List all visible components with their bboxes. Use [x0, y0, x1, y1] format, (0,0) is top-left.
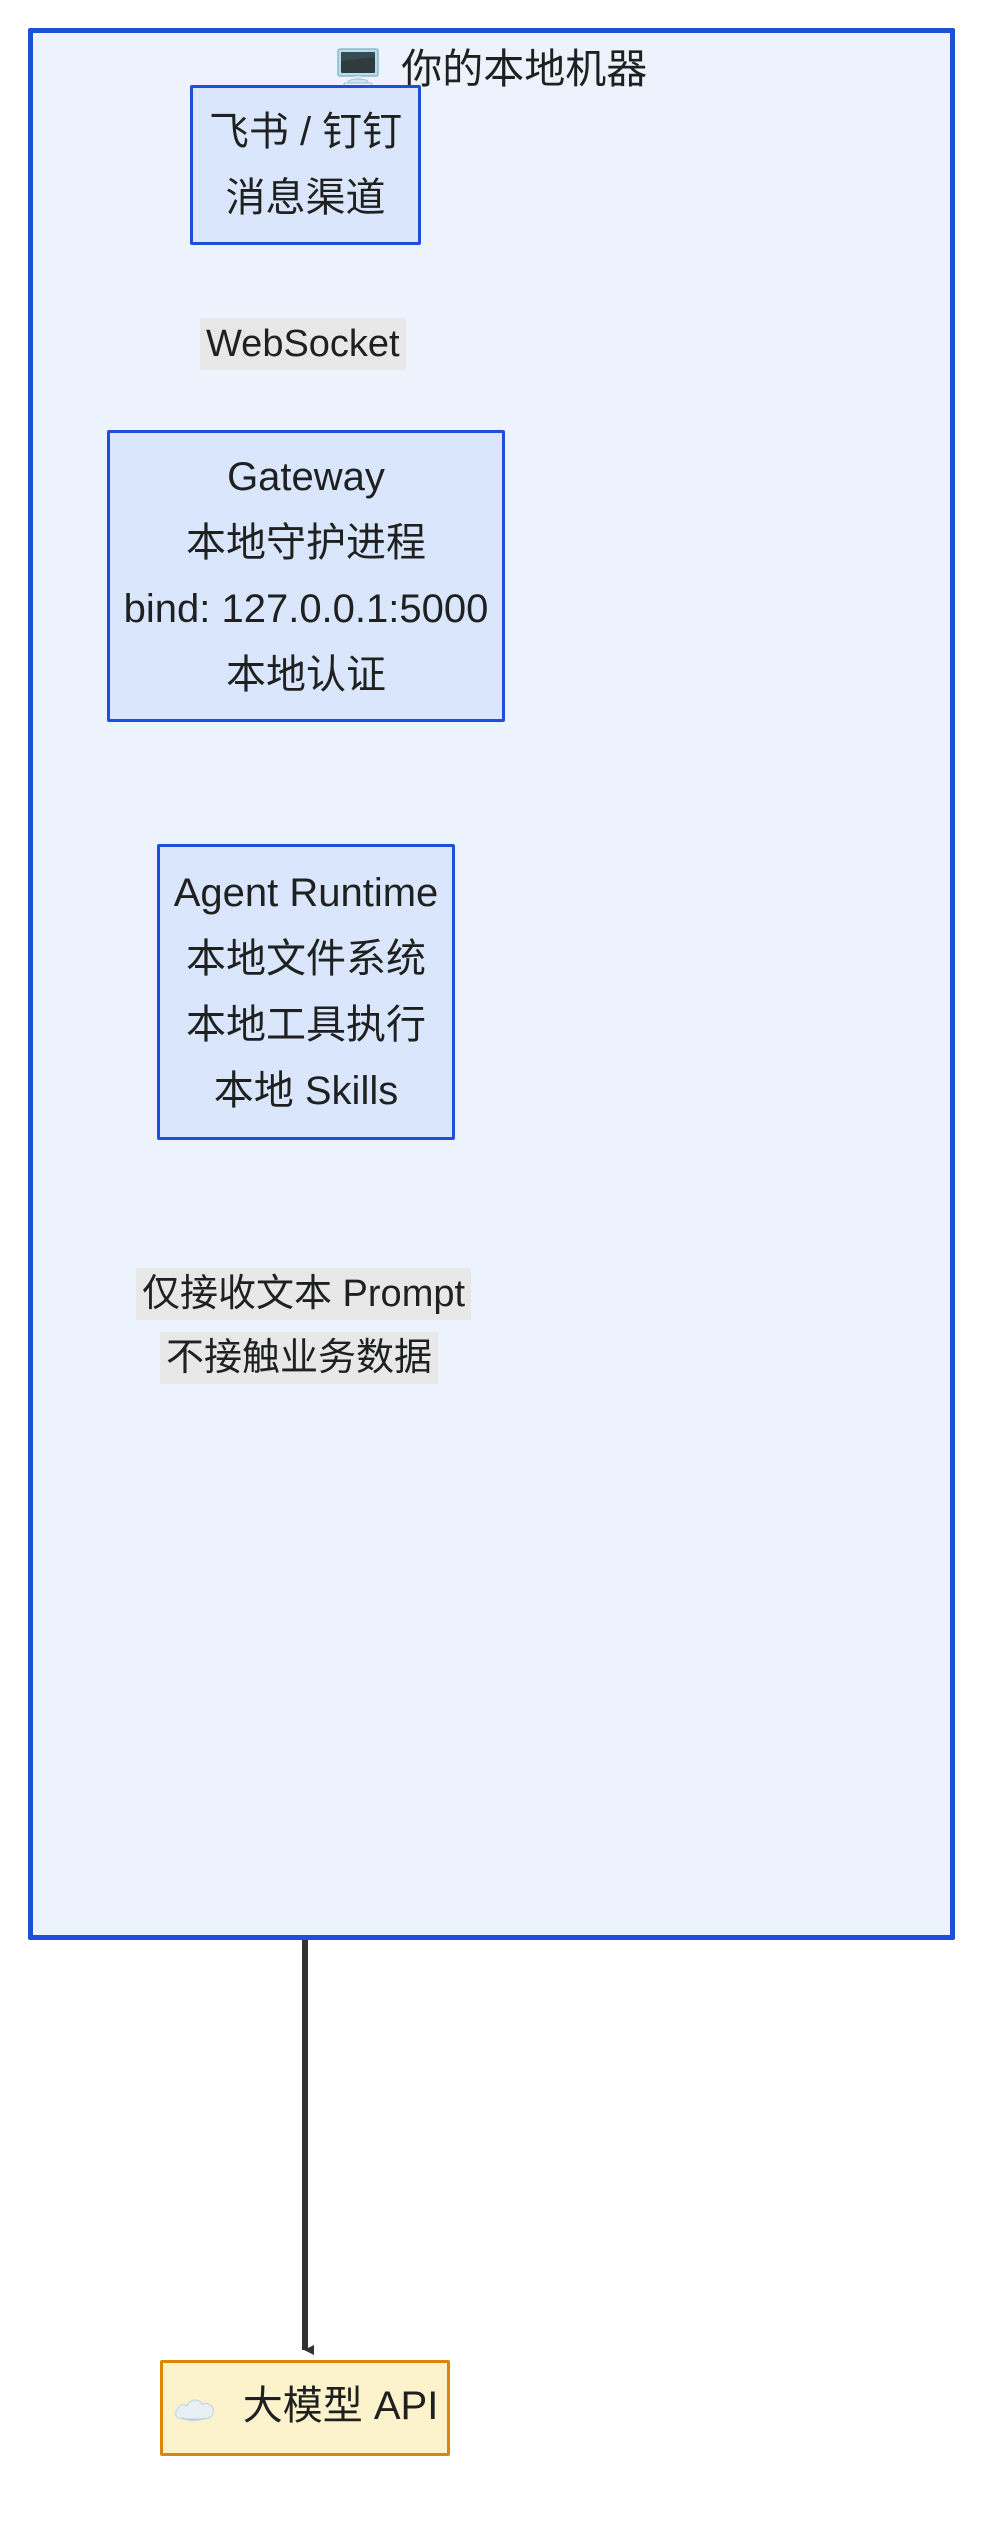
local-machine-title-text: 你的本地机器: [401, 46, 648, 92]
node-llm-api[interactable]: 大模型 API: [160, 2360, 450, 2456]
node-runtime-line-1: Agent Runtime: [173, 871, 439, 915]
node-agent-runtime[interactable]: Agent Runtime 本地文件系统 本地工具执行 本地 Skills: [157, 844, 455, 1140]
cloud-icon: [172, 2382, 218, 2438]
node-chat-line-2: 消息渠道: [225, 176, 386, 220]
node-runtime-line-2: 本地文件系统: [186, 937, 426, 981]
node-runtime-line-4: 本地 Skills: [213, 1069, 399, 1113]
node-llm-label: 大模型 API: [242, 2384, 439, 2428]
edge-label-websocket: WebSocket: [200, 318, 406, 370]
local-machine-title: 你的本地机器: [33, 41, 950, 103]
node-gateway[interactable]: Gateway 本地守护进程 bind: 127.0.0.1:5000 本地认证: [107, 430, 505, 722]
node-chat-channel[interactable]: 飞书 / 钉钉 消息渠道: [190, 85, 421, 245]
node-gateway-line-2: 本地守护进程: [186, 521, 426, 565]
node-gateway-line-4: 本地认证: [226, 653, 386, 697]
edge-label-no-business-data: 不接触业务数据: [160, 1332, 439, 1384]
node-chat-line-1: 飞书 / 钉钉: [208, 110, 403, 154]
edge-label-prompt-only: 仅接收文本 Prompt: [136, 1268, 472, 1320]
node-llm-line: 大模型 API: [172, 2378, 439, 2438]
node-gateway-line-3: bind: 127.0.0.1:5000: [123, 587, 489, 631]
node-runtime-line-3: 本地工具执行: [186, 1003, 426, 1047]
desktop-computer-icon: [336, 47, 380, 103]
node-gateway-line-1: Gateway: [227, 455, 385, 499]
